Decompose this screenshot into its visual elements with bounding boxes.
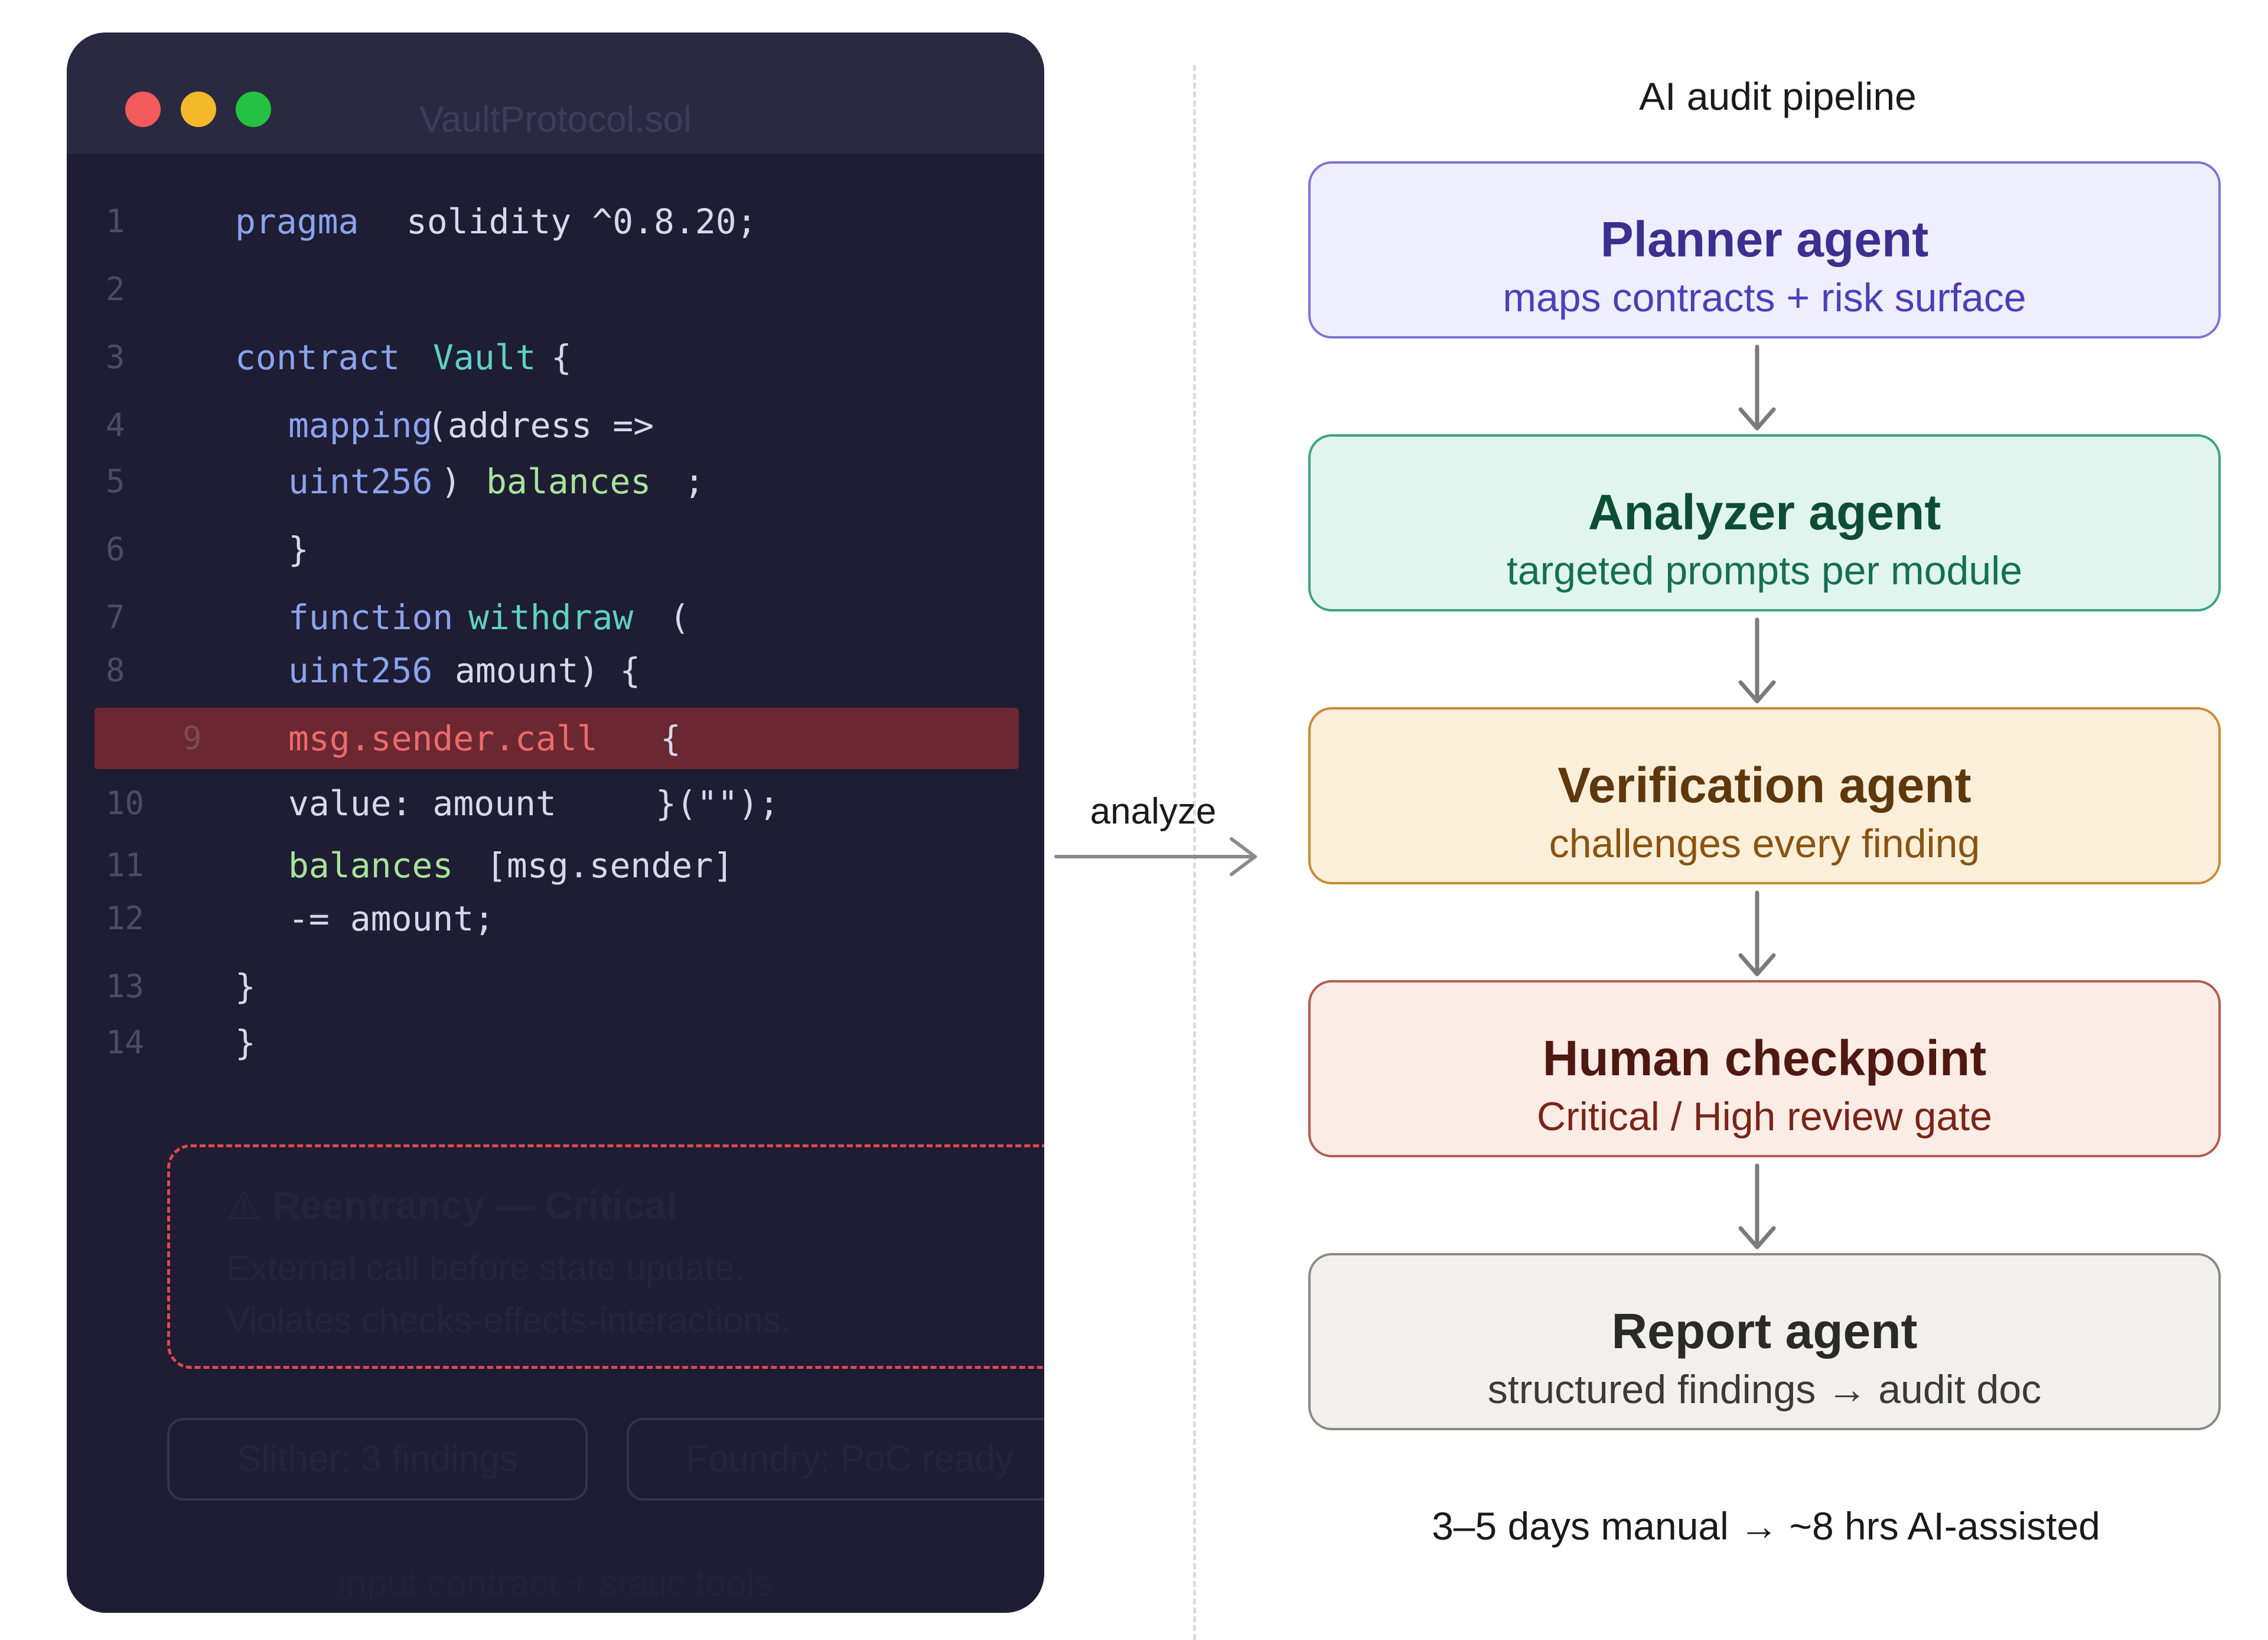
code-line[interactable]: 6} — [67, 523, 1044, 576]
stage-name: Planner agent — [1600, 211, 1929, 267]
code-line[interactable]: 14} — [67, 1016, 1044, 1069]
code-token: (address => — [427, 405, 654, 445]
code-line[interactable]: 5 uint256) balances; — [67, 455, 1044, 508]
code-token: uint256 — [288, 461, 433, 502]
code-line[interactable]: 2 — [67, 263, 1044, 316]
code-token: pragma — [235, 201, 359, 242]
line-number: 10 — [106, 785, 145, 822]
line-number: 7 — [106, 598, 125, 636]
code-line[interactable]: 13} — [67, 960, 1044, 1013]
stage-name: Analyzer agent — [1588, 484, 1941, 540]
pipeline-title: AI audit pipeline — [1639, 74, 1917, 118]
line-number: 13 — [106, 968, 145, 1005]
stage-description: targeted prompts per module — [1506, 548, 2023, 593]
minimize-window-button[interactable] — [181, 92, 216, 127]
code-token: value: amount — [288, 783, 556, 824]
maximize-window-button[interactable] — [236, 92, 271, 127]
line-number: 1 — [106, 203, 125, 240]
line-number: 6 — [106, 531, 125, 568]
code-token: msg.sender.call — [288, 718, 598, 759]
line-number: 3 — [106, 339, 125, 376]
line-number: 9 — [183, 720, 202, 757]
code-line[interactable]: 4 mapping(address => — [67, 399, 1044, 452]
arrow-down-icon — [1738, 1163, 1776, 1249]
stage-name: Verification agent — [1557, 757, 1972, 813]
code-token: [msg.sender] — [486, 845, 734, 886]
code-editor[interactable]: 1 pragma solidity ^0.8.20; 2 3 contract Vault {… — [67, 154, 1044, 1128]
code-token: function — [288, 597, 454, 637]
code-line[interactable]: 12 -= amount; — [67, 892, 1044, 945]
code-token: }(""); — [656, 783, 780, 824]
code-token: ; — [684, 461, 705, 502]
arrow-down-icon — [1738, 344, 1776, 431]
code-token: -= amount; — [288, 899, 495, 939]
code-token: withdraw — [468, 597, 634, 637]
arrow-down-icon — [1738, 890, 1776, 977]
line-number: 8 — [106, 652, 125, 689]
stage-name: Report agent — [1611, 1303, 1918, 1359]
code-token: ( — [669, 597, 690, 637]
line-number: 4 — [106, 406, 125, 444]
code-line[interactable]: 1 pragma solidity ^0.8.20; — [67, 195, 1044, 248]
finding-warning-box: ⚠ Reentrancy — Critical External call be… — [167, 1144, 1044, 1369]
warning-line-1: External call before state update. — [226, 1248, 745, 1288]
stage-name: Human checkpoint — [1542, 1030, 1987, 1086]
window-titlebar: VaultProtocol.sol — [67, 32, 1044, 154]
code-token: mapping — [288, 405, 433, 445]
stage-description: challenges every finding — [1549, 821, 1980, 866]
code-line[interactable]: 8 uint256 amount) { — [67, 644, 1044, 697]
stage-human-checkpoint: Human checkpoint Critical / High review … — [1308, 980, 2221, 1157]
line-number: 12 — [106, 900, 145, 937]
line-number: 2 — [106, 271, 125, 308]
code-token: ) — [441, 461, 461, 502]
slither-badge: Slither: 3 findings — [167, 1418, 588, 1501]
code-line[interactable]: 11 balances [msg.sender] — [67, 839, 1044, 892]
code-line[interactable]: 7 function withdraw ( — [67, 591, 1044, 644]
code-token: } — [235, 1023, 256, 1063]
warning-line-2: Violates checks-effects-interactions. — [226, 1300, 790, 1340]
window-caption: input contract + static tools — [338, 1563, 773, 1604]
foundry-badge: Foundry: PoC ready — [627, 1418, 1044, 1501]
line-number: 14 — [106, 1024, 145, 1061]
code-token: } — [288, 529, 309, 570]
code-line-highlighted[interactable]: 9 msg.sender.call { — [94, 708, 1019, 769]
code-token: solidity ^0.8.20; — [406, 201, 757, 242]
stage-description: Critical / High review gate — [1537, 1094, 1992, 1139]
code-token: { — [551, 337, 572, 378]
code-line[interactable]: 10 value: amount }(""); — [67, 777, 1044, 830]
stage-description: maps contracts + risk surface — [1503, 275, 2026, 320]
warning-title: ⚠ Reentrancy — Critical — [226, 1183, 677, 1227]
code-token: } — [235, 967, 256, 1007]
code-token: balances — [486, 461, 651, 502]
stage-report: Report agent structured findings → audit… — [1308, 1253, 2221, 1430]
stage-verification: Verification agent challenges every find… — [1308, 707, 2221, 884]
pipeline-footer-note: 3–5 days manual → ~8 hrs AI-assisted — [1432, 1504, 2100, 1548]
stage-planner: Planner agent maps contracts + risk surf… — [1308, 161, 2221, 339]
stage-description: structured findings → audit doc — [1487, 1367, 2042, 1412]
code-token: Vault — [433, 337, 536, 378]
line-number: 11 — [106, 847, 145, 884]
code-token: { — [660, 718, 681, 759]
section-divider — [1193, 65, 1196, 1640]
window-filename: VaultProtocol.sol — [419, 99, 692, 140]
code-token: uint256 — [288, 650, 433, 691]
line-number: 5 — [106, 463, 125, 500]
analyze-arrow-icon — [1054, 837, 1257, 876]
code-token: amount) { — [455, 650, 641, 691]
code-token: balances — [288, 845, 454, 886]
stage-analyzer: Analyzer agent targeted prompts per modu… — [1308, 434, 2221, 611]
arrow-down-icon — [1738, 617, 1776, 704]
code-line[interactable]: 3 contract Vault { — [67, 331, 1044, 384]
close-window-button[interactable] — [125, 92, 161, 127]
analyze-label: analyze — [1090, 791, 1217, 832]
code-window: VaultProtocol.sol 1 pragma solidity ^0.8.2… — [67, 32, 1044, 1613]
code-token: contract — [235, 337, 400, 378]
